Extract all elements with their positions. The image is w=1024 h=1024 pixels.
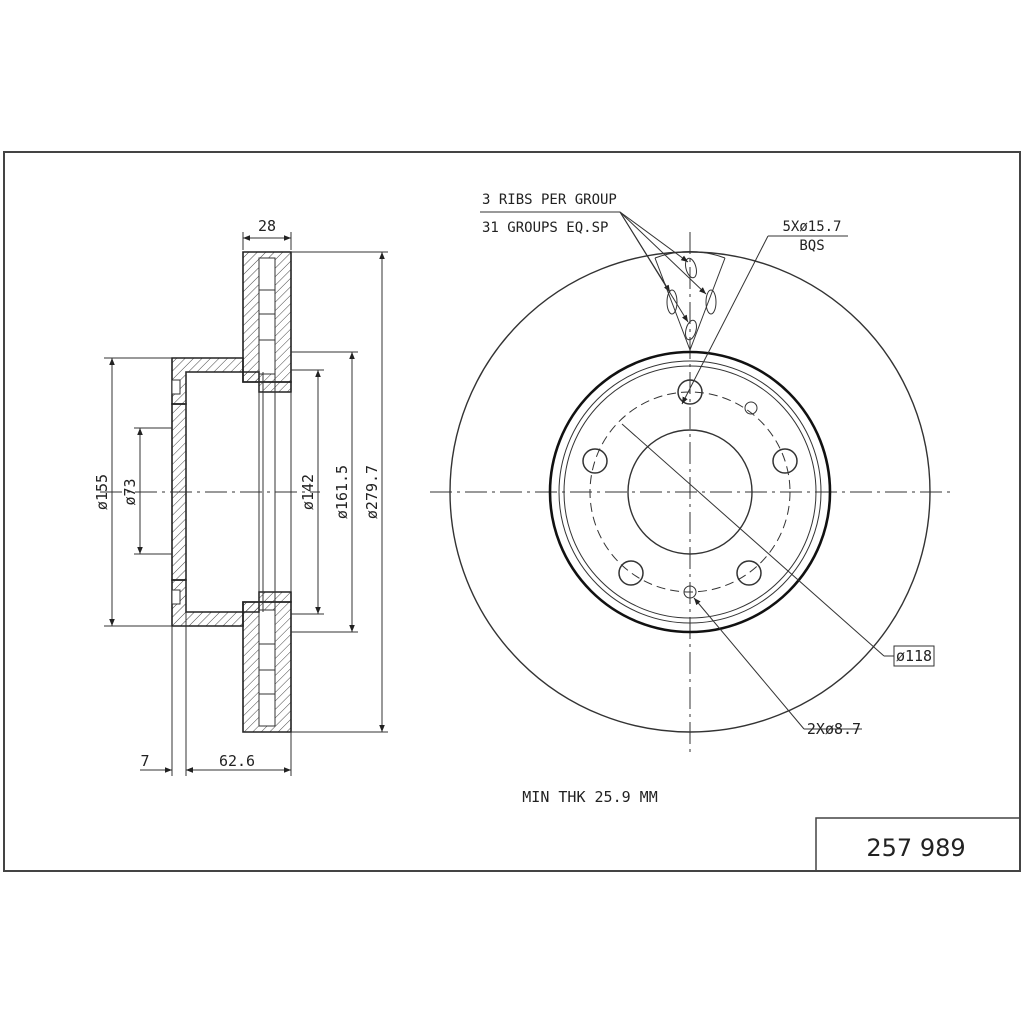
small-holes-label: 2Xø8.7 <box>807 720 861 738</box>
min-thickness-note: MIN THK 25.9 MM <box>522 788 657 806</box>
small-hole-a <box>744 401 758 415</box>
bolt-holes-note-line2: BQS <box>799 238 824 254</box>
dim-offset-7: 7 <box>140 752 149 770</box>
drawing-border <box>3 151 1021 872</box>
hat-outer-circle <box>548 350 832 634</box>
pcd-label: ø118 <box>896 647 932 665</box>
side-section-view: 28 ø155 ø73 ø142 ø161.5 ø279.7 7 <box>93 217 388 776</box>
centre-bore <box>627 429 753 555</box>
dim-width-28: 28 <box>258 217 276 235</box>
dim-dia-73: ø73 <box>121 478 139 505</box>
bolt-holes <box>582 379 798 586</box>
rib-ovals <box>666 257 717 341</box>
pcd-circle <box>589 391 791 593</box>
pcd-label-box <box>893 645 935 667</box>
ribs-note-line2: 31 GROUPS EQ.SP <box>482 220 608 236</box>
front-view: 3 RIBS PER GROUP 31 GROUPS EQ.SP 5Xø15.7… <box>430 192 955 752</box>
dim-dia-155: ø155 <box>93 474 111 510</box>
dim-dia-142: ø142 <box>299 474 317 510</box>
dim-dia-161-5: ø161.5 <box>333 465 351 519</box>
small-hole-b <box>683 585 697 599</box>
dim-height-62-6: 62.6 <box>219 752 255 770</box>
dim-dia-279-7: ø279.7 <box>363 465 381 519</box>
part-number: 257 989 <box>866 834 965 862</box>
bolt-holes-note-line1: 5Xø15.7 <box>782 219 841 235</box>
title-block <box>815 817 1021 872</box>
ribs-note-line1: 3 RIBS PER GROUP <box>482 192 617 208</box>
